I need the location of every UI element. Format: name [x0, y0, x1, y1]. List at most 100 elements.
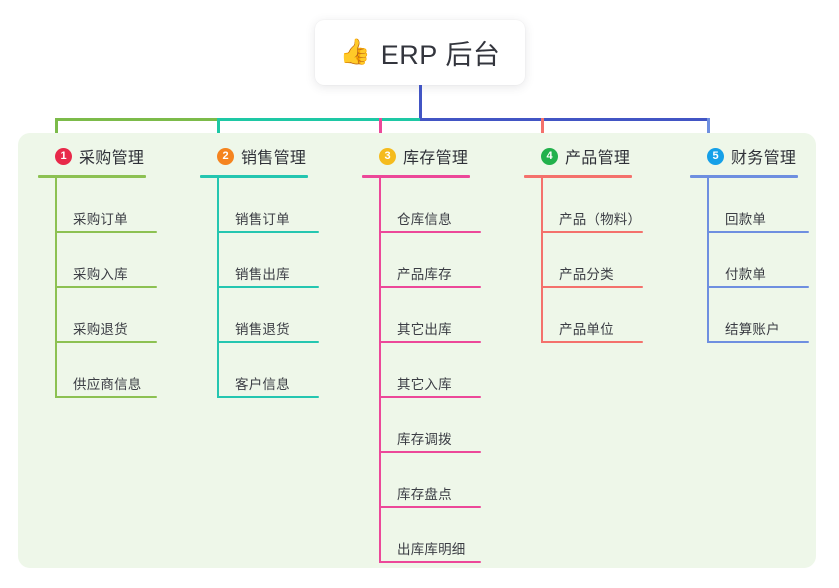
branch-column-财务管理: 5 财务管理回款单付款单结算账户	[690, 143, 839, 343]
branch-header-rule	[362, 175, 470, 178]
branch-item[interactable]: 客户信息	[217, 343, 350, 398]
branch-item[interactable]: 回款单	[707, 178, 839, 233]
branch-item-rule	[379, 451, 481, 453]
branch-item[interactable]: 采购退货	[55, 288, 188, 343]
thumbs-up-icon: 👍	[339, 38, 371, 66]
branch-item[interactable]: 销售出库	[217, 233, 350, 288]
branch-item-list: 产品（物料） 产品分类产品单位	[524, 178, 674, 343]
branch-item-rule	[707, 341, 809, 343]
branch-spine	[541, 178, 543, 343]
branch-item-label: 产品（物料）	[559, 212, 642, 227]
branch-item[interactable]: 付款单	[707, 233, 839, 288]
branch-item[interactable]: 库存盘点	[379, 453, 512, 508]
branch-number-badge: 3	[379, 147, 396, 165]
branch-item-label: 产品分类	[559, 267, 614, 282]
branch-spine	[707, 178, 709, 343]
branch-item[interactable]: 其它入库	[379, 343, 512, 398]
branch-item[interactable]: 销售退货	[217, 288, 350, 343]
branch-item-rule	[55, 286, 157, 288]
branch-item-rule	[55, 396, 157, 398]
branch-item-label: 付款单	[725, 267, 767, 282]
branch-item-label: 采购订单	[73, 212, 128, 227]
branch-item[interactable]: 产品分类	[541, 233, 674, 288]
branch-item-rule	[55, 341, 157, 343]
branch-header-产品管理[interactable]: 4 产品管理	[524, 143, 674, 169]
branch-number-badge: 2	[217, 147, 234, 165]
branch-item-list: 采购订单采购入库采购退货供应商信息	[38, 178, 188, 398]
branch-item[interactable]: 供应商信息	[55, 343, 188, 398]
branch-item-rule	[379, 396, 481, 398]
branch-item-rule	[55, 231, 157, 233]
branch-item-rule	[541, 341, 643, 343]
branch-title: 库存管理	[403, 150, 469, 167]
branch-item[interactable]: 产品单位	[541, 288, 674, 343]
branch-item[interactable]: 产品（物料）	[541, 178, 674, 233]
branch-item-list: 销售订单销售出库销售退货客户信息	[200, 178, 350, 398]
branch-item-label: 产品单位	[559, 322, 614, 337]
branch-spine	[55, 178, 57, 398]
branch-item-rule	[379, 341, 481, 343]
branch-title: 采购管理	[79, 150, 145, 167]
branch-item-label: 其它入库	[397, 377, 452, 392]
branch-header-销售管理[interactable]: 2 销售管理	[200, 143, 350, 169]
branch-item[interactable]: 采购订单	[55, 178, 188, 233]
branch-column-库存管理: 3 库存管理仓库信息产品库存其它出库其它入库库存调拨库存盘点出库库明细	[362, 143, 512, 563]
branch-item-label: 产品库存	[397, 267, 452, 282]
branch-number-badge: 1	[55, 147, 72, 165]
branch-item-label: 销售出库	[235, 267, 290, 282]
branch-column-销售管理: 2 销售管理销售订单销售出库销售退货客户信息	[200, 143, 350, 398]
branch-number-badge: 5	[707, 147, 724, 165]
connector-bar-segment-1	[55, 118, 217, 121]
branch-item[interactable]: 库存调拨	[379, 398, 512, 453]
branch-item-label: 销售退货	[235, 322, 290, 337]
branch-item[interactable]: 仓库信息	[379, 178, 512, 233]
root-stem-connector	[419, 85, 422, 121]
branch-item-label: 回款单	[725, 212, 767, 227]
branch-item[interactable]: 结算账户	[707, 288, 839, 343]
branch-item-rule	[379, 286, 481, 288]
branch-item[interactable]: 其它出库	[379, 288, 512, 343]
branch-title: 财务管理	[731, 150, 797, 167]
branch-title: 产品管理	[565, 150, 631, 167]
branch-header-采购管理[interactable]: 1 采购管理	[38, 143, 188, 169]
branch-item-list: 回款单付款单结算账户	[690, 178, 839, 343]
branch-item-rule	[217, 341, 319, 343]
branch-header-库存管理[interactable]: 3 库存管理	[362, 143, 512, 169]
branch-item-rule	[217, 396, 319, 398]
branch-header-rule	[38, 175, 146, 178]
branch-column-产品管理: 4 产品管理产品（物料） 产品分类产品单位	[524, 143, 674, 343]
branch-item-label: 供应商信息	[73, 377, 142, 392]
branch-item[interactable]: 销售订单	[217, 178, 350, 233]
branch-header-rule	[200, 175, 308, 178]
branch-column-采购管理: 1 采购管理采购订单采购入库采购退货供应商信息	[38, 143, 188, 398]
root-node-erp-backend[interactable]: 👍 ERP 后台	[315, 20, 525, 85]
branch-item-rule	[541, 231, 643, 233]
branch-item-label: 库存盘点	[397, 487, 452, 502]
connector-bar-segment-2	[217, 118, 420, 121]
branch-item-label: 库存调拨	[397, 432, 452, 447]
branch-number-badge: 4	[541, 147, 558, 165]
branch-item-label: 出库库明细	[397, 542, 466, 557]
root-node-title: ERP 后台	[380, 40, 501, 70]
branch-item-label: 销售订单	[235, 212, 290, 227]
branch-item-rule	[707, 286, 809, 288]
branch-item-rule	[541, 286, 643, 288]
branch-item[interactable]: 产品库存	[379, 233, 512, 288]
branch-item-rule	[379, 561, 481, 563]
branch-item-label: 仓库信息	[397, 212, 452, 227]
branch-item-label: 结算账户	[725, 322, 780, 337]
branch-spine	[217, 178, 219, 398]
branch-panel	[18, 133, 816, 568]
branch-item-label: 采购入库	[73, 267, 128, 282]
branch-item[interactable]: 出库库明细	[379, 508, 512, 563]
branch-item-rule	[379, 231, 481, 233]
branch-item-rule	[217, 231, 319, 233]
branch-item-rule	[379, 506, 481, 508]
branch-title: 销售管理	[241, 150, 307, 167]
branch-header-财务管理[interactable]: 5 财务管理	[690, 143, 839, 169]
connector-bar-segment-3	[420, 118, 710, 121]
branch-item[interactable]: 采购入库	[55, 233, 188, 288]
branch-header-rule	[690, 175, 798, 178]
branch-item-label: 客户信息	[235, 377, 290, 392]
